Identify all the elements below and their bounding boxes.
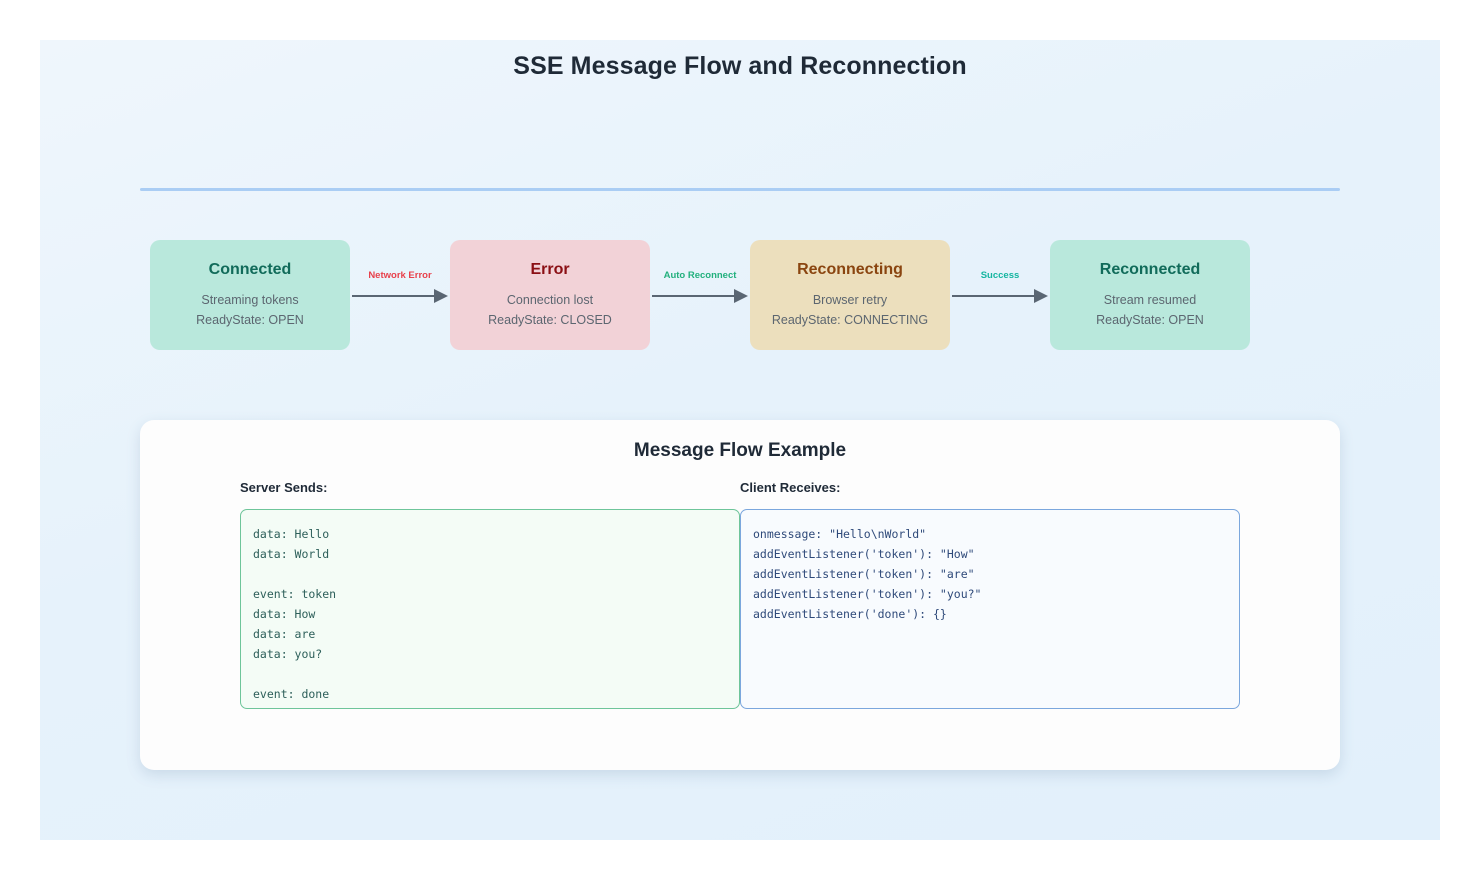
state-readystate: ReadyState: OPEN	[196, 312, 304, 327]
state-description: Streaming tokens	[201, 292, 299, 307]
state-readystate: ReadyState: CLOSED	[488, 312, 612, 327]
message-flow-example-card: Message Flow Example Server Sends: data:…	[140, 420, 1340, 770]
arrow-head-icon	[734, 289, 748, 303]
arrow-head-icon	[1034, 289, 1048, 303]
state-box-reconnecting[interactable]: Reconnecting Browser retry ReadyState: C…	[750, 240, 950, 350]
arrow-line	[952, 295, 1036, 297]
state-box-connected[interactable]: Connected Streaming tokens ReadyState: O…	[150, 240, 350, 350]
client-receives-label: Client Receives:	[740, 480, 841, 495]
state-title: Reconnected	[1099, 260, 1201, 278]
state-readystate: ReadyState: OPEN	[1096, 312, 1204, 327]
page-title: SSE Message Flow and Reconnection	[513, 52, 967, 80]
state-title: Connected	[208, 260, 292, 278]
card-title: Message Flow Example	[633, 440, 847, 461]
transition-success: Success	[950, 240, 1050, 350]
section-divider	[140, 188, 1340, 191]
state-description: Stream resumed	[1103, 292, 1197, 307]
transition-label: Network Error	[368, 270, 432, 281]
arrow-line	[652, 295, 736, 297]
arrow-line	[352, 295, 436, 297]
server-sends-pane: Server Sends: data: Hello data: World ev…	[240, 480, 740, 709]
state-flow-row: Connected Streaming tokens ReadyState: O…	[150, 240, 1340, 350]
client-receives-code[interactable]: onmessage: "Hello\nWorld" addEventListen…	[740, 509, 1240, 709]
state-box-reconnected[interactable]: Reconnected Stream resumed ReadyState: O…	[1050, 240, 1250, 350]
transition-network-error: Network Error	[350, 240, 450, 350]
state-description: Browser retry	[812, 292, 888, 307]
state-readystate: ReadyState: CONNECTING	[771, 312, 929, 327]
panes-container: Server Sends: data: Hello data: World ev…	[140, 480, 1340, 709]
arrow-head-icon	[434, 289, 448, 303]
client-receives-pane: Client Receives: onmessage: "Hello\nWorl…	[740, 480, 1240, 709]
state-description: Connection lost	[506, 292, 594, 307]
diagram-canvas: SSE Message Flow and Reconnection Connec…	[40, 40, 1440, 840]
state-title: Reconnecting	[797, 260, 903, 278]
server-sends-label: Server Sends:	[240, 480, 328, 495]
server-sends-code[interactable]: data: Hello data: World event: token dat…	[240, 509, 740, 709]
transition-label: Success	[980, 270, 1020, 281]
state-box-error[interactable]: Error Connection lost ReadyState: CLOSED	[450, 240, 650, 350]
state-title: Error	[530, 260, 570, 278]
transition-auto-reconnect: Auto Reconnect	[650, 240, 750, 350]
transition-label: Auto Reconnect	[663, 270, 737, 281]
